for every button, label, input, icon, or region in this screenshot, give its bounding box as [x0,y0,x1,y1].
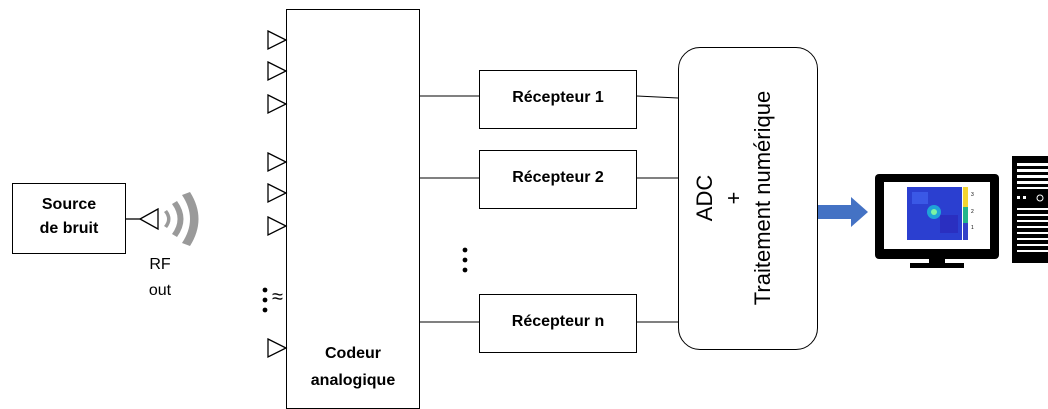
processor-box [678,47,818,350]
antenna-icon [267,182,288,204]
receiver-n-box: Récepteur n [479,294,637,353]
colorbar-tick: 1 [971,225,974,231]
approx-symbol: ≈ [272,286,283,308]
vertical-ellipsis-left [262,287,268,313]
rf-out-line1: RF [149,256,171,273]
rf-antenna-icon [138,207,159,231]
receiver-2-box: Récepteur 2 [479,150,637,209]
antenna-array [267,29,288,359]
output-arrow-icon [818,197,868,227]
receiver-n-label: Récepteur n [511,313,605,330]
analog-encoder-line1: Codeur [325,345,381,362]
server-icon [1012,156,1048,263]
speaker-waves-icon [164,192,199,246]
antenna-icon [267,60,288,82]
analog-encoder-box [286,9,420,409]
antenna-icon [267,93,288,115]
noise-source-line2: de bruit [39,220,99,237]
colorbar-ticks: 3 2 1 [971,192,974,231]
rf-out-label: RF out [140,252,180,304]
receiver-1-label: Récepteur 1 [512,89,604,106]
monitor-icon [875,174,999,268]
system-diagram: Source de bruit RF out Codeur analogique… [12,9,1048,409]
colorbar-tick: 3 [971,192,974,198]
rf-out-line2: out [148,282,172,299]
noise-source-box: Source de bruit [12,183,126,254]
vertical-ellipsis-receivers [462,247,468,273]
analog-encoder-line2: analogique [310,372,396,389]
antenna-icon [267,215,288,237]
antenna-icon [267,29,288,51]
analog-encoder-label: Codeur analogique [286,340,420,394]
antenna-icon [267,151,288,173]
connections [420,95,679,323]
antenna-icon [267,337,288,359]
receiver-2-label: Récepteur 2 [512,169,604,186]
noise-source-line1: Source [41,196,97,213]
colorbar-tick: 2 [971,209,974,215]
receiver-1-box: Récepteur 1 [479,70,637,129]
diagram-graphics: 3 2 1 [126,29,1048,359]
